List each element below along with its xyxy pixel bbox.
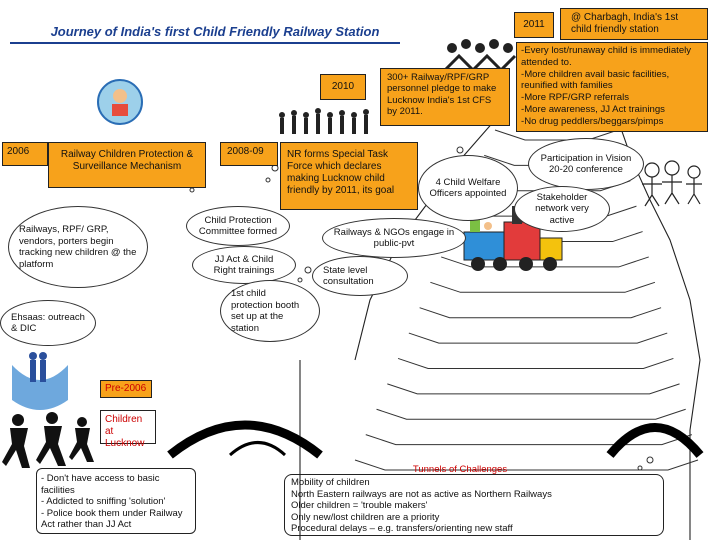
railways-rpf-text: Railways, RPF/ GRP, vendors, porters beg… [19,224,137,270]
children-at-lucknow-box: Children at Lucknow [100,410,156,449]
pre-issue-item: - Addicted to sniffing 'solution' [41,496,166,507]
pre-issue-item: - Police book them under Railway Act rat… [41,507,183,531]
hands-logo [12,352,68,410]
welfare-officers-cloud: 4 Child Welfare Officers appointed [418,155,518,221]
jj-act-cloud: JJ Act & Child Right trainings [192,246,296,284]
ngos-cloud: Railways & NGOs engage in public-pvt [322,218,466,258]
children-illustration [642,160,702,207]
booth-cloud: 1st child protection booth set up at the… [220,280,320,342]
year-2006-badge: 2006 [2,142,48,166]
outcomes-2011-box: -Every lost/runaway child is immediately… [516,42,708,132]
railways-rpf-cloud: Railways, RPF/ GRP, vendors, porters beg… [8,206,148,288]
booth-text: 1st child protection booth set up at the… [231,288,300,334]
outcome-item: -More awareness, JJ Act trainings [521,103,665,115]
track-sleeper [354,459,699,471]
year-2006-label: 2006 [7,146,30,157]
toy-train-illustration [463,206,563,271]
people-group-icon [443,39,517,73]
year-2008-09-label: 2008-09 [227,146,264,157]
challenge-item: Older children = 'trouble makers' [291,500,428,512]
pledge-2010-box: 300+ Railway/RPF/GRP personnel pledge to… [380,68,510,126]
year-2010-label: 2010 [331,81,355,92]
tunnels-title: Tunnels of Challenges [412,464,508,475]
thought-dots [183,146,654,471]
year-2011-badge: 2011 [514,12,554,38]
year-2008-09-badge: 2008-09 [220,142,278,166]
cpc-text: Child Protection Committee formed [198,214,278,238]
pre-issues-box: - Don't have access to basic facilities … [36,468,196,534]
challenge-item: Mobility of children [291,477,370,488]
running-children-silhouettes [2,412,94,468]
outcome-item: -Every lost/runaway child is immediately… [521,45,692,68]
participation-cloud: Participation in Vision 20-20 conference [528,138,644,190]
ngos-text: Railways & NGOs engage in public-pvt [333,226,455,250]
challenge-item: Procedural delays – e.g. transfers/orien… [291,523,513,535]
track-sleeper [387,383,680,395]
state-level-text: State level consultation [323,264,374,288]
nr-task-force-text: NR forms Special Task Force which declar… [287,149,395,196]
pledge-2010-text: 300+ Railway/RPF/GRP personnel pledge to… [387,72,497,117]
mechanism-box: Railway Children Protection & Surveillan… [48,142,206,188]
year-2011-label: 2011 [523,19,545,30]
track-sleeper [376,408,686,420]
wheels [167,420,704,459]
outcome-item: -No drug peddlers/beggars/pimps [521,115,664,127]
mechanism-text: Railway Children Protection & Surveillan… [60,149,194,172]
track-sleeper [397,357,674,369]
pre-2006-badge: Pre-2006 [100,380,152,398]
challenge-item: Only new/lost children are a priority [291,511,440,523]
charbagh-box: @ Charbagh, India's 1st child friendly s… [560,8,708,40]
track-sleeper [494,129,619,141]
nr-task-force-box: NR forms Special Task Force which declar… [280,142,418,210]
stakeholder-cloud: Stakeholder network very active [514,186,610,232]
pre-issue-item: - Don't have access to basic facilities [41,473,160,496]
ehsaas-cloud: Ehsaas: outreach & DIC [0,300,96,346]
outcome-item: -More RPF/GRP referrals [521,92,630,104]
children-at-lucknow-text: Children at Lucknow [105,414,145,449]
charbagh-label: @ Charbagh, India's 1st child friendly s… [571,12,679,35]
child-friendly-logo [97,79,143,125]
title-frame [10,42,400,44]
jj-act-text: JJ Act & Child Right trainings [213,253,275,277]
challenge-item: North Eastern railways are not as active… [291,488,552,500]
track-sleeper [408,332,668,344]
outcome-item: -More children avail basic facilities, r… [521,68,670,92]
ehsaas-text: Ehsaas: outreach & DIC [11,311,85,335]
welfare-officers-text: 4 Child Welfare Officers appointed [429,176,507,200]
track-sleeper [419,307,662,319]
crowd-illustration [279,108,369,134]
pre-2006-label: Pre-2006 [105,383,147,394]
cpc-cloud: Child Protection Committee formed [186,206,290,246]
year-2010-badge: 2010 [320,74,366,100]
track-sleeper [430,281,656,293]
participation-text: Participation in Vision 20-20 conference [540,152,632,176]
stakeholder-text: Stakeholder network very active [535,191,589,226]
page-title: Journey of India's first Child Friendly … [50,24,380,39]
state-level-cloud: State level consultation [312,256,408,296]
track-sleeper [365,434,693,446]
challenges-box: Mobility of children North Eastern railw… [284,474,664,536]
